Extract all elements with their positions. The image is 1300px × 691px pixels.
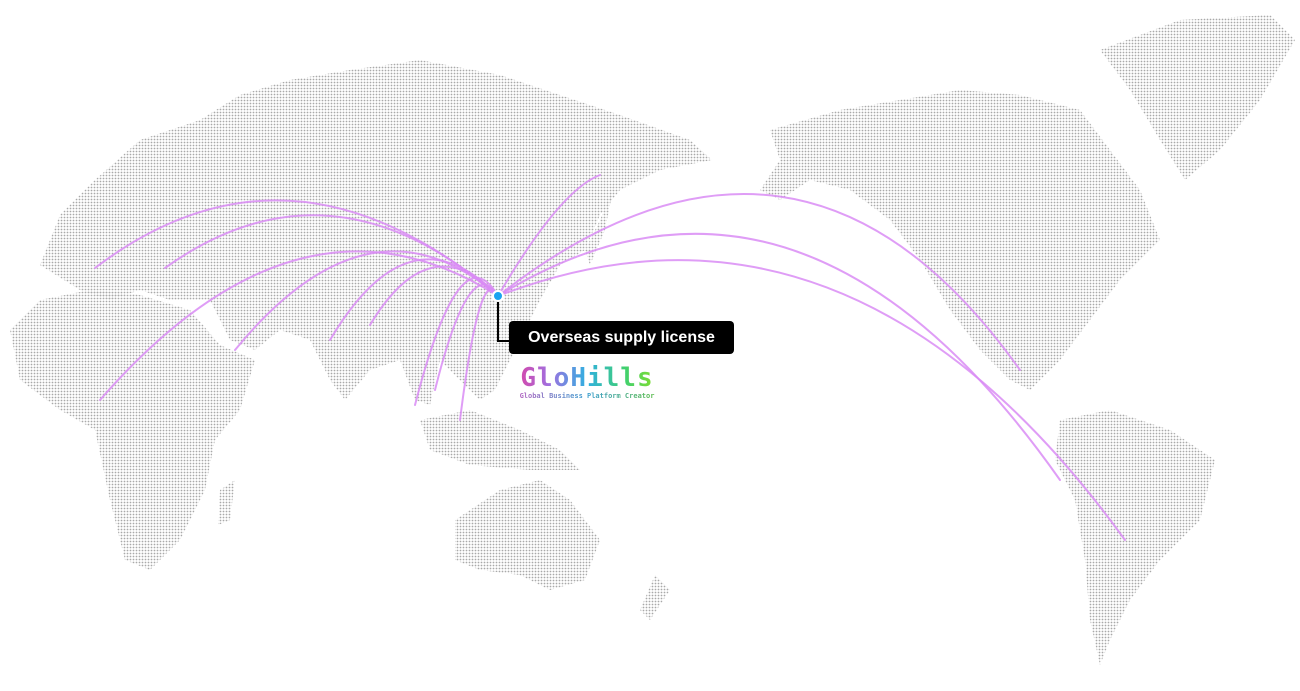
route-arc [497,232,1061,481]
origin-marker[interactable] [492,290,504,302]
logo-tagline: Global Business Platform Creator [512,392,662,400]
landmasses [10,15,1295,665]
madagascar [218,480,235,525]
eurasia [40,60,712,405]
origin-label: Overseas supply license [509,321,734,354]
label-connector [497,297,509,342]
new-zealand [640,575,670,620]
route-arc [459,288,499,421]
japan [585,180,615,265]
greenland [1100,15,1295,180]
southeast-asia [420,410,580,470]
australia [455,480,600,590]
route-arcs [94,174,1126,541]
route-arc [369,265,499,326]
route-arc [99,250,499,401]
route-arc [414,276,499,406]
glohills-logo: GloHills Global Business Platform Creato… [512,364,662,400]
south-america [1055,410,1215,665]
logo-name: GloHills [512,364,662,392]
route-arc [434,283,499,391]
route-arc [497,174,601,297]
route-arc [497,193,1021,371]
route-arc [164,214,499,297]
north-america [760,90,1160,390]
africa [10,290,255,570]
route-arc [497,259,1126,541]
